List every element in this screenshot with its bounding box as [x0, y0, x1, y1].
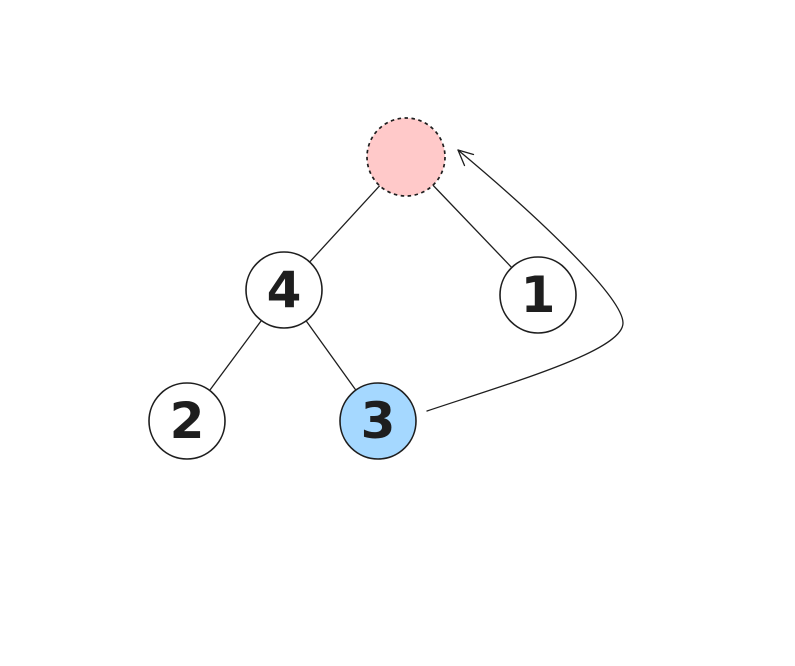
- tree-edges: [186, 156, 539, 422]
- insert-arrow-head: [457, 149, 475, 167]
- tree-node-2-label: 2: [170, 392, 205, 450]
- tree-node-1-label: 1: [521, 266, 556, 324]
- tree-node-3: [339, 382, 417, 460]
- tree-node-3-label: 3: [361, 392, 396, 450]
- tree-node-placeholder-root: [366, 117, 446, 197]
- tree-node-4: [245, 251, 323, 329]
- tree-node-1: [499, 256, 577, 334]
- tree-node-4-label: 4: [267, 261, 302, 319]
- tree-nodes: 4 1 2 3: [148, 117, 577, 460]
- insert-arrow: [426, 149, 624, 412]
- insert-arrow-curve: [426, 149, 624, 412]
- tree-node-2: [148, 382, 226, 460]
